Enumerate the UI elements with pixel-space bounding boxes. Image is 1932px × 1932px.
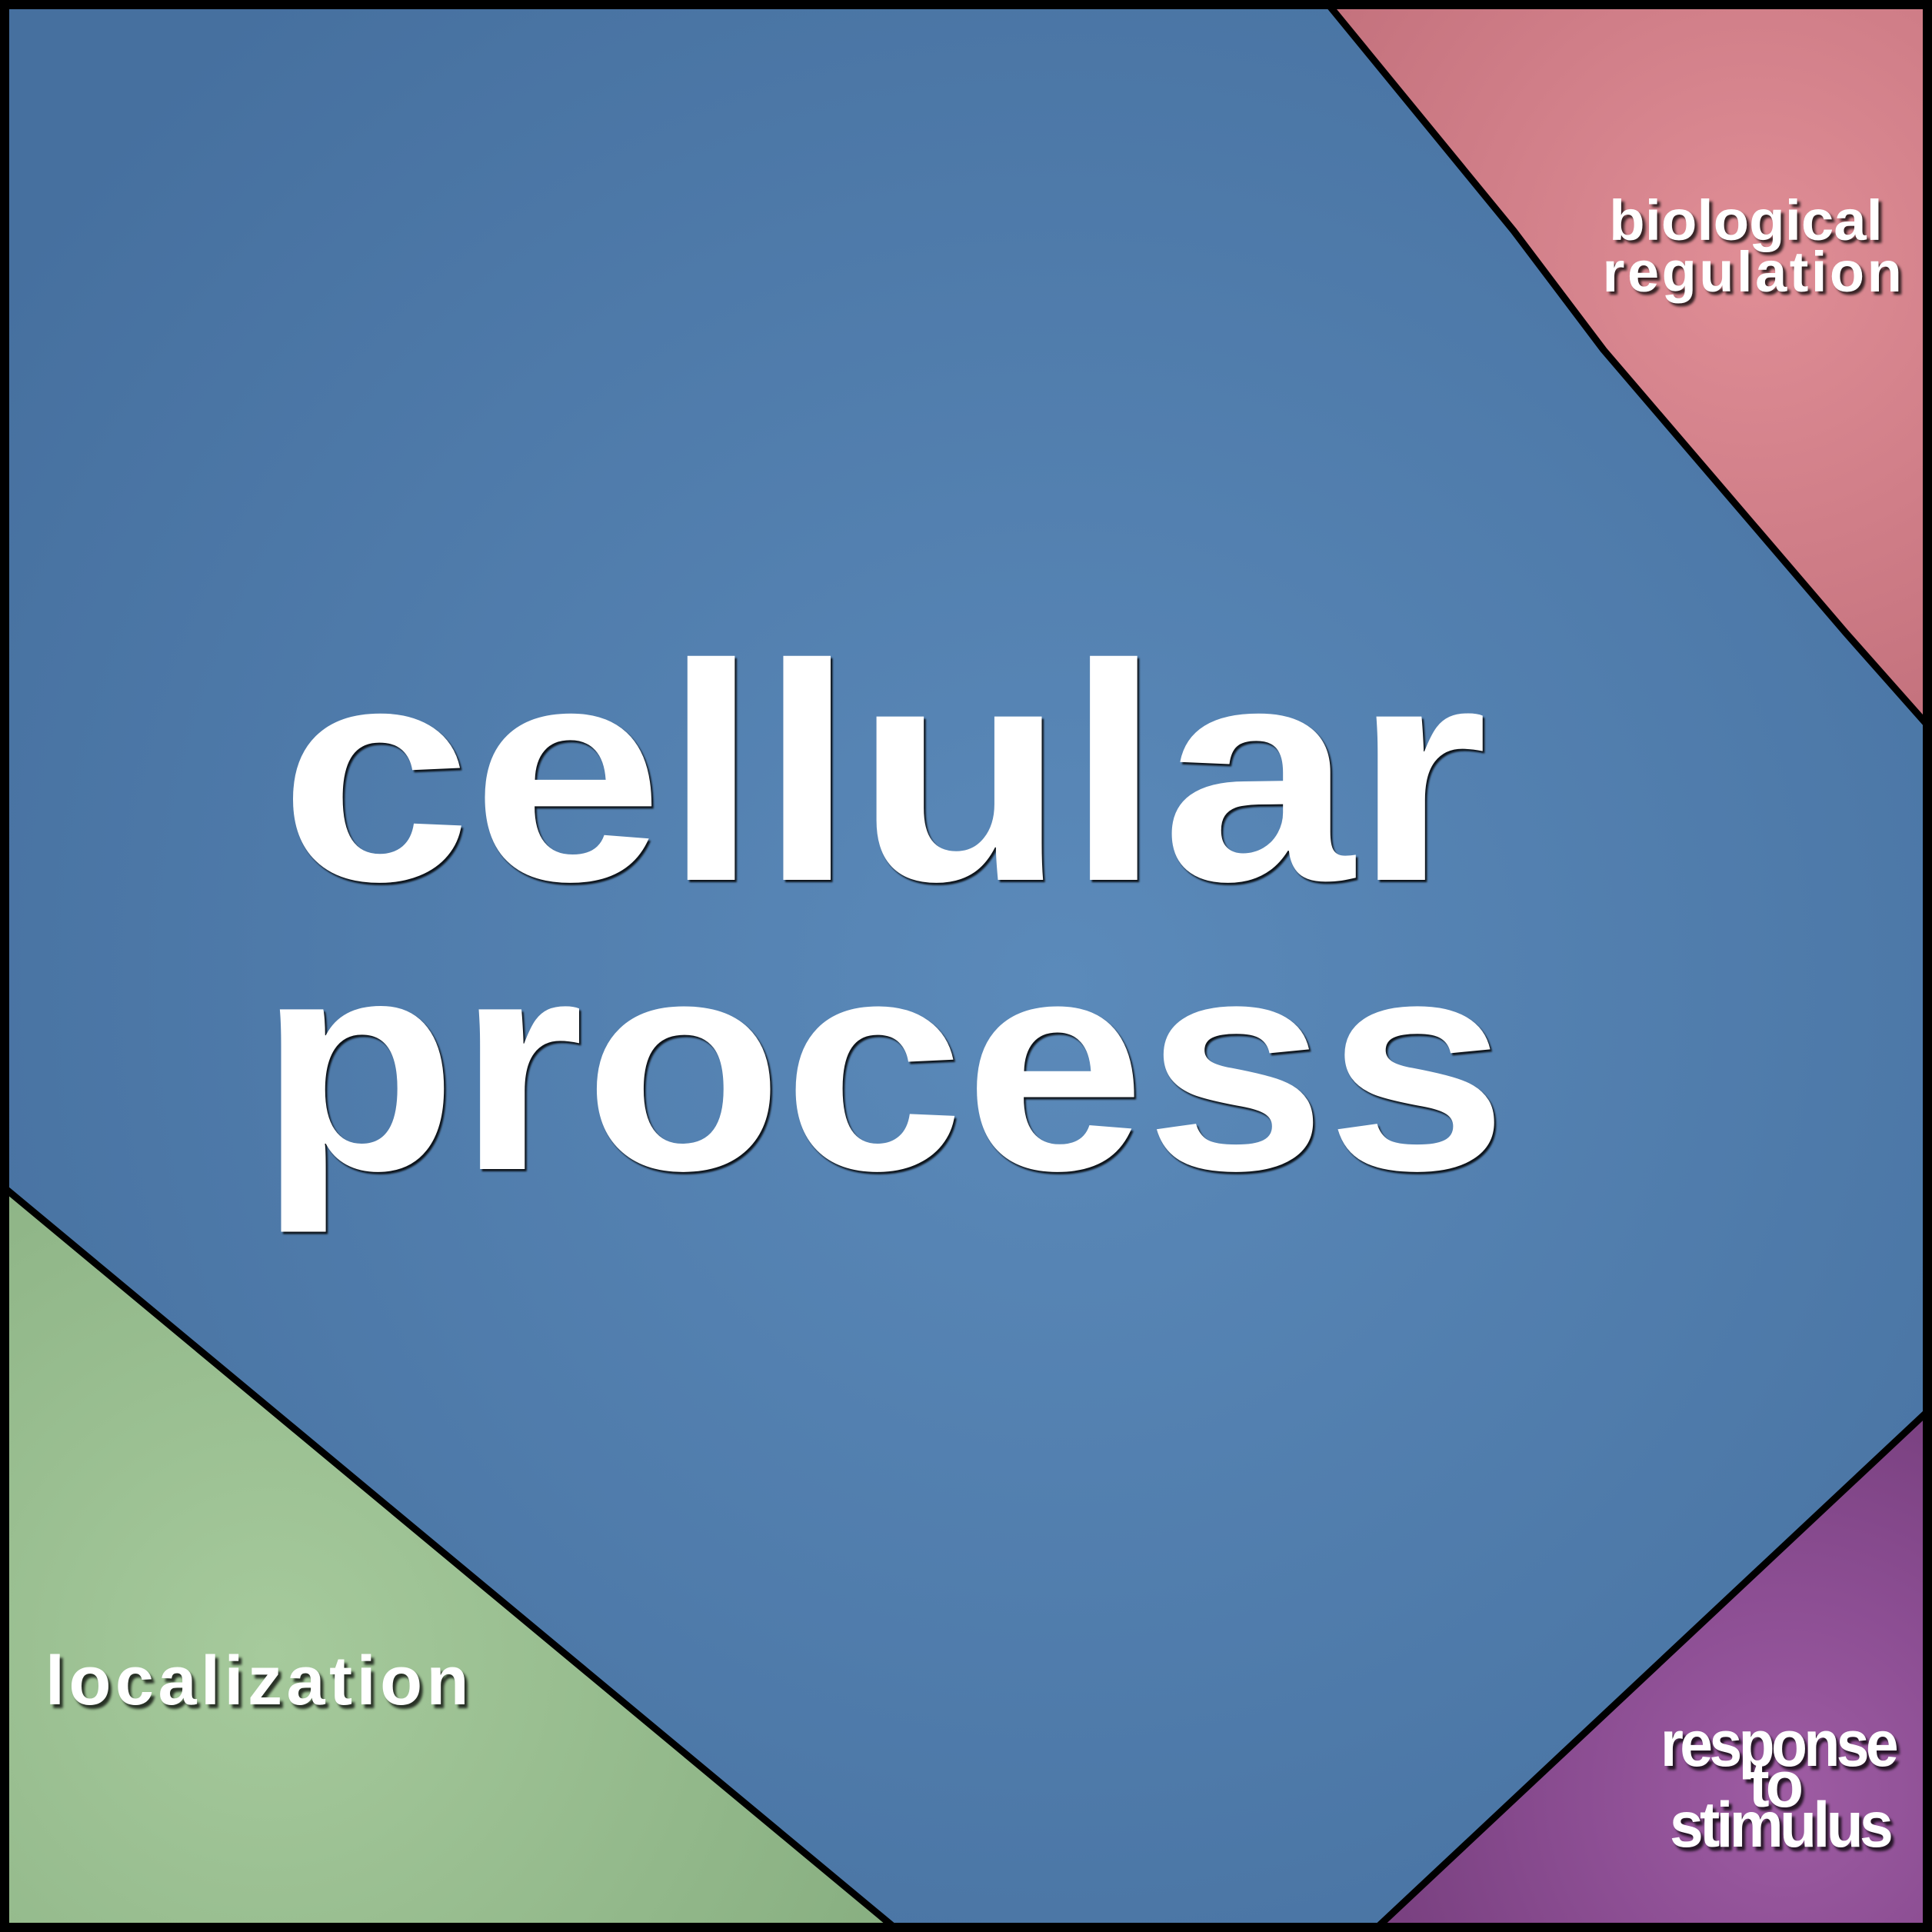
svg-text:biological: biological: [1609, 188, 1883, 252]
svg-text:regulation: regulation: [1603, 240, 1905, 304]
svg-text:to: to: [1749, 1749, 1802, 1821]
svg-text:process: process: [260, 898, 1509, 1237]
svg-text:stimulus: stimulus: [1670, 1789, 1891, 1861]
svg-text:stimulus: stimulus: [1673, 1793, 1894, 1865]
svg-text:process: process: [258, 895, 1507, 1235]
svg-text:localization: localization: [45, 1643, 473, 1720]
svg-text:regulation: regulation: [1606, 243, 1908, 307]
svg-text:to: to: [1752, 1753, 1805, 1825]
svg-text:cellular: cellular: [279, 601, 1487, 946]
svg-text:biological: biological: [1612, 192, 1886, 255]
svg-text:response: response: [1661, 1708, 1897, 1780]
svg-text:response: response: [1664, 1712, 1900, 1784]
svg-text:localization: localization: [48, 1647, 476, 1724]
svg-text:cellular: cellular: [281, 603, 1490, 948]
